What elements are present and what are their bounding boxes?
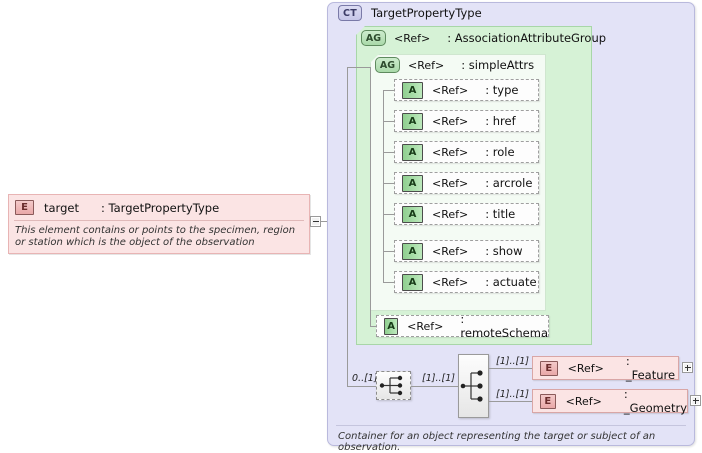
attribute-row[interactable]: A <Ref> : role	[394, 141, 539, 163]
choice-glyph	[460, 370, 483, 402]
plus-icon	[685, 367, 691, 368]
element-name: target	[44, 200, 79, 215]
connector-bus-inner-attributes	[383, 90, 384, 283]
connector-branch-remoteschema	[370, 326, 377, 327]
attributegroup-inner-type: : simpleAttrs	[461, 58, 535, 72]
attribute-row[interactable]: A <Ref> : show	[394, 240, 539, 262]
expander-collapse-target[interactable]	[310, 216, 321, 227]
expander-expand-geometry[interactable]	[690, 395, 701, 406]
connector-choice-to-geometry	[489, 401, 532, 402]
attributegroup-inner-header: AG <Ref> : simpleAttrs	[375, 57, 534, 73]
attribute-type: : actuate	[485, 275, 537, 289]
occurrence-feature: [1]..[1]	[496, 356, 529, 367]
attributegroup-outer-type: : AssociationAttributeGroup	[447, 31, 607, 45]
element-badge-icon: E	[15, 200, 34, 215]
element-target-header: E target : TargetPropertyType	[9, 195, 309, 220]
attribute-type: : remoteSchema	[460, 312, 548, 340]
attribute-row[interactable]: A <Ref> : href	[394, 110, 539, 132]
attribute-row[interactable]: A <Ref> : title	[394, 203, 539, 225]
connector-branch-attribute	[383, 90, 395, 91]
element-ref: <Ref>	[565, 394, 602, 408]
attribute-row[interactable]: A <Ref> : type	[394, 79, 539, 101]
connector-bus-complextype	[347, 67, 348, 387]
attribute-badge-icon: A	[402, 174, 423, 192]
complextype-badge-icon: CT	[338, 5, 362, 21]
attributegroup-inner-ref: <Ref>	[408, 58, 445, 72]
sequence-glyph	[379, 375, 403, 396]
complextype-footer-doc: Container for an object representing the…	[338, 431, 656, 453]
connector-branch-attribute	[383, 152, 395, 153]
attribute-badge-icon: A	[384, 317, 399, 335]
attribute-ref: <Ref>	[407, 319, 444, 333]
element-ref-feature[interactable]: E <Ref> : _Feature	[532, 354, 679, 382]
element-ref-geometry[interactable]: E <Ref> : _Geometry	[532, 387, 688, 415]
attribute-type: : arcrole	[485, 176, 533, 190]
plus-icon-vertical	[687, 365, 688, 371]
attribute-type: : show	[485, 244, 523, 258]
element-target[interactable]: E target : TargetPropertyType This eleme…	[8, 194, 310, 254]
attribute-badge-icon: A	[402, 143, 423, 161]
attribute-type: : title	[485, 207, 516, 221]
element-type: : TargetPropertyType	[100, 200, 220, 215]
connector-sequence-to-choice	[411, 386, 458, 387]
attribute-type: : type	[485, 83, 519, 97]
element-documentation: This element contains or points to the s…	[15, 225, 296, 248]
complextype-header: CT TargetPropertyType	[338, 5, 482, 21]
element-badge-icon: E	[540, 393, 556, 409]
attribute-ref: <Ref>	[432, 207, 469, 221]
attribute-row[interactable]: A <Ref> : actuate	[394, 271, 539, 293]
choice-icon[interactable]	[458, 354, 489, 418]
connector-to-attributegroup	[347, 67, 370, 68]
attribute-ref: <Ref>	[432, 114, 469, 128]
attribute-ref: <Ref>	[432, 83, 469, 97]
attribute-row[interactable]: A <Ref> : arcrole	[394, 172, 539, 194]
attribute-ref: <Ref>	[432, 145, 469, 159]
element-ref: <Ref>	[567, 361, 604, 375]
attribute-type: : role	[485, 145, 515, 159]
connector-branch-attribute	[383, 282, 395, 283]
connector-branch-attribute	[383, 183, 395, 184]
minus-icon	[313, 221, 319, 222]
occurrence-sequence: 0..[1]	[352, 373, 378, 384]
element-badge-icon: E	[540, 360, 558, 376]
expander-expand-feature[interactable]	[682, 362, 693, 373]
attribute-badge-icon: A	[402, 242, 423, 260]
connector-choice-to-feature	[489, 368, 532, 369]
attribute-badge-icon: A	[402, 81, 423, 99]
occurrence-choice: [1]..[1]	[422, 373, 455, 384]
element-separator	[14, 220, 304, 221]
plus-icon-vertical	[695, 398, 696, 404]
attributegroup-outer-ref: <Ref>	[394, 31, 431, 45]
attribute-badge-icon: A	[402, 205, 423, 223]
complextype-title: TargetPropertyType	[371, 6, 482, 20]
plus-icon	[693, 400, 699, 401]
connector-branch-attribute	[383, 121, 395, 122]
attribute-ref: <Ref>	[432, 244, 469, 258]
attribute-row-remoteschema[interactable]: A <Ref> : remoteSchema	[376, 312, 549, 340]
attribute-type: : href	[485, 114, 516, 128]
occurrence-geometry: [1]..[1]	[496, 389, 529, 400]
attributegroup-inner-badge-icon: AG	[375, 57, 400, 73]
attribute-ref: <Ref>	[432, 176, 469, 190]
connector-branch-attribute	[383, 214, 395, 215]
connector-branch-attribute	[383, 251, 395, 252]
sequence-icon[interactable]	[376, 371, 411, 400]
element-ref-type: : _Geometry	[623, 387, 687, 415]
attributegroup-outer-badge-icon: AG	[361, 30, 386, 46]
connector-bus-outer-group	[370, 67, 371, 326]
attribute-badge-icon: A	[402, 112, 423, 130]
attributegroup-outer-header: AG <Ref> : AssociationAttributeGroup	[361, 30, 606, 46]
complextype-footer-separator	[336, 425, 686, 426]
attribute-ref: <Ref>	[432, 275, 469, 289]
attribute-badge-icon: A	[402, 273, 423, 291]
connector-bus-to-sequence	[347, 386, 376, 387]
element-ref-type: : _Feature	[625, 354, 676, 382]
